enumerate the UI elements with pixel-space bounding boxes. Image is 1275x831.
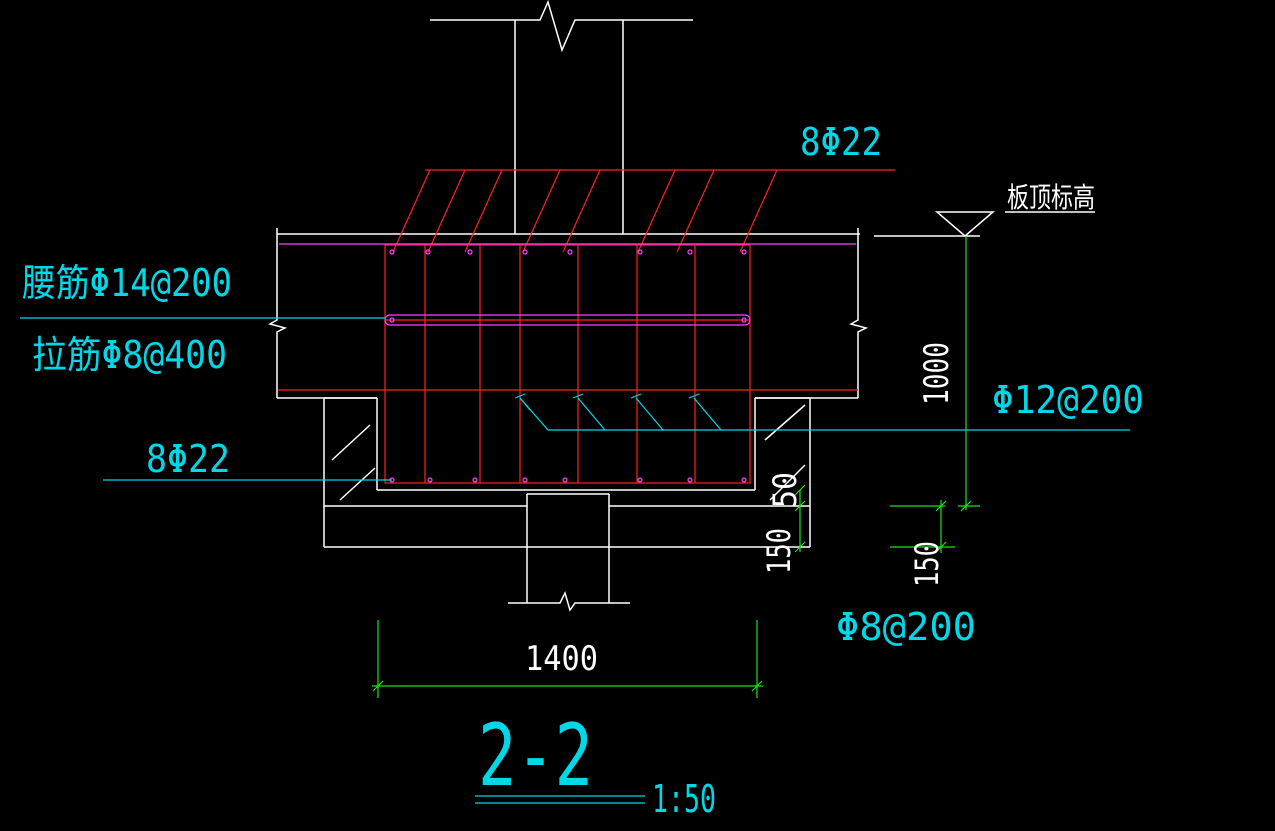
rebar-cage bbox=[278, 169, 895, 484]
slab-bars bbox=[279, 243, 856, 483]
cushion-right-dimension-text: 150 bbox=[908, 541, 946, 587]
leader-lines bbox=[20, 317, 1130, 804]
structure-outline bbox=[268, 0, 1095, 612]
section-title: 2-2 bbox=[478, 706, 593, 806]
stirrups-label: Φ12@200 bbox=[992, 378, 1144, 422]
cushion-bars-label: Φ8@200 bbox=[836, 605, 976, 649]
annotation-labels: 8Φ22 板顶标高 腰筋Φ14@200 拉筋Φ8@400 Φ12@200 8Φ2… bbox=[22, 120, 1144, 821]
width-dimension-text: 1400 bbox=[525, 639, 598, 679]
top-bars-label: 8Φ22 bbox=[800, 120, 882, 164]
depth-dimension-text: 1000 bbox=[917, 342, 957, 405]
waist-bars-label: 腰筋Φ14@200 bbox=[22, 261, 232, 305]
cushion-left-dimension-text: 150 bbox=[760, 528, 798, 574]
cover-dimension-text: 50 bbox=[766, 472, 804, 508]
slab-top-elevation-label: 板顶标高 bbox=[1007, 181, 1095, 214]
tie-bars-label: 拉筋Φ8@400 bbox=[32, 333, 227, 377]
bottom-bars-label: 8Φ22 bbox=[146, 437, 230, 481]
dimension-lines bbox=[372, 236, 980, 698]
section-scale: 1:50 bbox=[652, 777, 716, 821]
